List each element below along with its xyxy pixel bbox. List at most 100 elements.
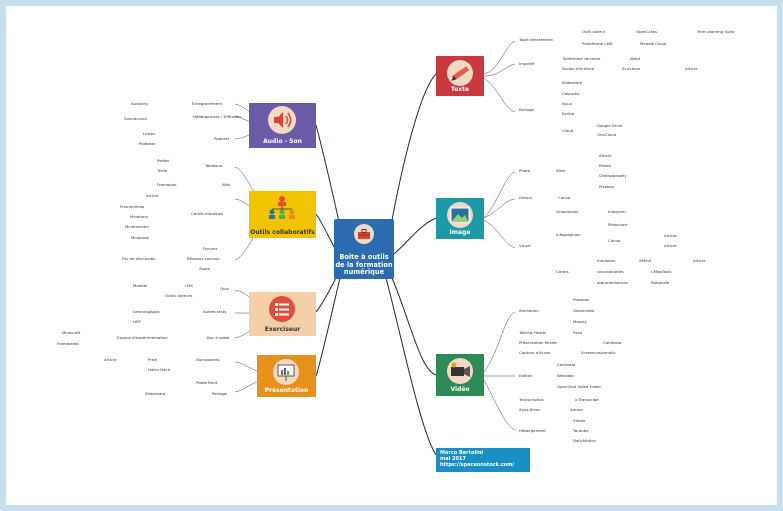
- texte-item-6: Importé: [519, 61, 535, 66]
- video-item-7[interactable]: Camtasia: [603, 340, 622, 345]
- video-item-5[interactable]: Fove: [573, 330, 583, 335]
- image-item-12[interactable]: Piktochart: [608, 222, 628, 227]
- video-item-21[interactable]: DailyMotion: [573, 438, 597, 443]
- video-item-11[interactable]: Camtasia: [557, 362, 576, 367]
- pres-item-0: Storyboards: [196, 357, 220, 362]
- outils-item-4[interactable]: Framapad: [157, 182, 177, 187]
- video-item-18: Hébergement: [519, 428, 546, 433]
- texte-item-15[interactable]: Issuu: [562, 101, 573, 106]
- texte-item-8[interactable]: Word: [630, 56, 640, 61]
- texte-item-1: Outil auteur: [582, 29, 606, 34]
- link-center-video: [391, 277, 437, 376]
- texte-item-7: Traitement de texte: [562, 56, 601, 61]
- outils-item-10[interactable]: Mindmap: [131, 235, 150, 240]
- image-item-1: Sites: [556, 168, 566, 173]
- texte-item-11[interactable]: Article: [685, 66, 698, 71]
- exo-item-4: Autres tests: [203, 309, 227, 314]
- image-item-7[interactable]: Canva: [558, 195, 571, 200]
- texte-item-18[interactable]: Google Drive: [597, 123, 623, 128]
- center-title-line2: de la formation: [335, 260, 393, 269]
- node-image[interactable]: Image: [436, 198, 484, 239]
- video-item-3[interactable]: Moovly: [573, 319, 587, 324]
- video-item-2[interactable]: Goanimate: [573, 308, 595, 313]
- video-item-15[interactable]: o Transcribe: [575, 397, 599, 402]
- texte-item-13[interactable]: Slideshare: [562, 80, 583, 85]
- texte-item-3[interactable]: Tree Learning Suite: [697, 29, 735, 34]
- outils-item-11[interactable]: Forums: [203, 246, 218, 251]
- video-item-13[interactable]: OpenShot Video Editor: [557, 384, 602, 389]
- center-node[interactable]: Boite à outils de la formation numérique: [334, 219, 394, 279]
- node-presentation-label: Présentation: [264, 387, 309, 394]
- video-item-19[interactable]: Vimeo: [573, 418, 586, 423]
- image-item-19[interactable]: Article: [693, 258, 706, 263]
- image-item-0: Photo: [519, 168, 531, 173]
- audio-item-3[interactable]: Soundcloud: [124, 116, 147, 121]
- node-texte[interactable]: Texte: [436, 56, 484, 96]
- image-item-18[interactable]: XMind: [639, 258, 652, 263]
- pres-item-6[interactable]: Slideshare: [145, 391, 166, 396]
- outils-item-9[interactable]: Mindmeister: [125, 224, 150, 229]
- presentation-board-icon: [273, 359, 299, 385]
- node-outils[interactable]: Outils collaboratifs: [249, 191, 316, 238]
- video-item-1[interactable]: Powtoon: [573, 297, 590, 302]
- outils-item-1[interactable]: Padlet: [157, 158, 170, 163]
- texte-item-9: Studio d'écriture: [562, 66, 595, 71]
- texte-item-19[interactable]: OneCloud: [597, 132, 617, 137]
- outils-item-8[interactable]: Mindomo: [130, 214, 148, 219]
- pres-item-4[interactable]: PowerPoint: [196, 380, 218, 385]
- node-audio[interactable]: Audio - Son: [249, 103, 316, 148]
- texte-item-16[interactable]: Scribd: [562, 111, 575, 116]
- video-item-9[interactable]: Screencastomatic: [581, 350, 616, 355]
- outils-item-5: Cartes mentales: [191, 211, 223, 216]
- texte-item-4: Plateforme LMS: [582, 41, 613, 46]
- image-item-10[interactable]: Infogram: [608, 209, 626, 214]
- credit-url[interactable]: https://spaceonstock.com/: [440, 462, 515, 468]
- image-item-13[interactable]: Canva: [608, 238, 621, 243]
- exo-item-6[interactable]: H5P: [133, 319, 141, 324]
- image-item-3[interactable]: Pexels: [599, 163, 612, 168]
- outils-item-2[interactable]: Trello: [157, 168, 168, 173]
- texte-item-14[interactable]: Calaméo: [562, 91, 580, 96]
- pres-item-1[interactable]: Prezi: [148, 357, 158, 362]
- exo-item-9[interactable]: Minecraft: [62, 330, 81, 335]
- texte-item-5[interactable]: Moodle Cloud: [640, 41, 667, 46]
- audio-item-1[interactable]: Audacity: [131, 101, 149, 106]
- video-item-0: Animation: [519, 308, 539, 313]
- exo-item-10[interactable]: Framastest: [57, 341, 79, 346]
- audio-item-6[interactable]: Podbean: [139, 141, 156, 146]
- video-item-12[interactable]: Wevideo: [557, 373, 574, 378]
- pres-item-2[interactable]: Article: [104, 357, 117, 362]
- link-texte-2: [483, 63, 516, 77]
- image-item-23[interactable]: Rationale: [651, 280, 670, 285]
- image-item-8: Visuel: [519, 243, 531, 248]
- image-item-21[interactable]: CMapTools: [651, 269, 672, 274]
- node-exerciseur[interactable]: Exerciseur: [249, 292, 316, 336]
- node-video[interactable]: Vidéo: [436, 354, 484, 396]
- video-item-17[interactable]: Amara: [570, 407, 583, 412]
- credit-box[interactable]: Marco Bertolini mai 2017 https://spaceon…: [436, 448, 530, 472]
- image-item-5[interactable]: Pixabay: [599, 184, 615, 189]
- texte-item-10[interactable]: Scrivener: [622, 66, 641, 71]
- exo-item-5[interactable]: LearningApps: [133, 309, 160, 314]
- texte-item-0: Tapé directement: [519, 37, 553, 42]
- outils-item-6[interactable]: Article: [146, 193, 159, 198]
- audio-item-5[interactable]: Lysten: [143, 131, 156, 136]
- pres-item-3[interactable]: Haiku Deck: [148, 367, 171, 372]
- outils-item-14[interactable]: Zoom: [199, 266, 211, 271]
- outils-item-7[interactable]: Framindmap: [120, 204, 145, 209]
- image-item-4[interactable]: Gratisography: [599, 173, 627, 178]
- exo-item-8: Espace d'expérimentation: [117, 335, 168, 340]
- image-item-15[interactable]: Article: [664, 243, 677, 248]
- audio-item-4: Podcast: [214, 136, 230, 141]
- image-item-2[interactable]: Article: [599, 153, 612, 158]
- exo-item-3: Outils auteurs: [165, 293, 193, 298]
- exo-item-1[interactable]: Moodle: [133, 283, 148, 288]
- texte-item-2[interactable]: OpenCross: [636, 29, 658, 34]
- node-presentation[interactable]: Présentation: [257, 355, 316, 397]
- speaker-icon: [268, 106, 296, 134]
- video-item-20[interactable]: Youtube: [573, 428, 589, 433]
- link-center-credit: [385, 277, 437, 456]
- image-item-14[interactable]: Article: [664, 233, 677, 238]
